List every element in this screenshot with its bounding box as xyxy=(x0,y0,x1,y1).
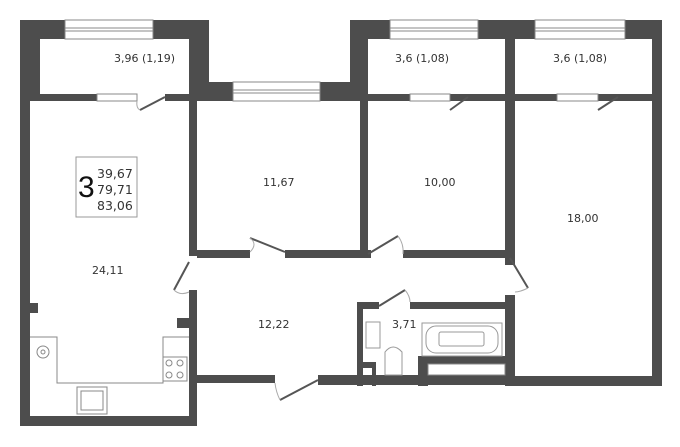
apartment-summary: 3 39,67 79,71 83,06 xyxy=(75,156,138,218)
room-count: 3 xyxy=(78,171,95,204)
room-label-kitchen-living: 24,11 xyxy=(92,264,124,277)
room-label-balcony-1: 3,96 (1,19) xyxy=(114,52,175,65)
room-label-balcony-3: 3,6 (1,08) xyxy=(553,52,607,65)
total-area-with-balconies: 83,06 xyxy=(97,198,133,213)
room-label-bathroom: 3,71 xyxy=(392,318,417,331)
living-area: 39,67 xyxy=(97,166,133,181)
washer-icon xyxy=(36,345,50,359)
washbasin-icon xyxy=(365,321,381,349)
stove-icon xyxy=(162,356,188,382)
room-label-bedroom-2: 10,00 xyxy=(424,176,456,189)
total-area: 79,71 xyxy=(97,182,133,197)
windows xyxy=(64,19,626,376)
kitchen-fixtures xyxy=(30,336,189,415)
doors xyxy=(139,96,619,401)
bath-fixtures xyxy=(365,321,503,376)
room-label-balcony-2: 3,6 (1,08) xyxy=(395,52,449,65)
walls xyxy=(20,20,662,426)
room-label-bedroom-1: 11,67 xyxy=(263,176,295,189)
toilet-icon xyxy=(384,346,403,376)
room-label-hall: 12,22 xyxy=(258,318,290,331)
room-label-bedroom-3: 18,00 xyxy=(567,212,599,225)
sink-icon xyxy=(76,386,108,415)
bathtub-icon xyxy=(421,322,503,357)
